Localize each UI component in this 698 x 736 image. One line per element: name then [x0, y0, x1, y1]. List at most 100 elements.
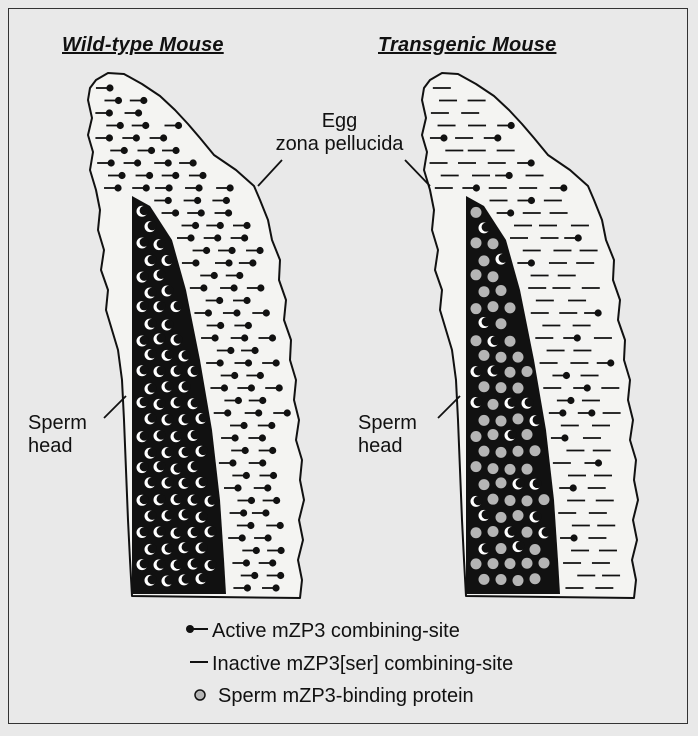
active-site-head — [192, 222, 199, 229]
active-site-head — [195, 184, 202, 191]
sperm-right-line1: Sperm — [358, 412, 417, 435]
bound-site — [165, 320, 174, 329]
active-site-head — [231, 372, 238, 379]
active-site-head — [211, 272, 218, 279]
active-site-head — [165, 197, 172, 204]
bound-site — [182, 509, 191, 518]
bound-site — [533, 415, 542, 424]
active-site-head — [256, 247, 263, 254]
bound-site — [533, 479, 542, 488]
active-site-head — [563, 372, 570, 379]
binding-protein — [513, 510, 524, 521]
active-site-head — [172, 172, 179, 179]
bound-site — [165, 576, 174, 585]
active-site-head — [241, 234, 248, 241]
active-site-head — [200, 284, 207, 291]
active-site-head — [227, 184, 234, 191]
active-site-head — [273, 359, 280, 366]
active-site-head — [570, 484, 577, 491]
bound-site — [165, 415, 174, 424]
active-site-head — [259, 434, 266, 441]
bound-site — [140, 527, 149, 536]
bound-site — [174, 301, 183, 310]
active-site-head — [121, 147, 128, 154]
bound-site — [525, 398, 534, 407]
active-site-head — [559, 409, 566, 416]
binding-protein — [479, 381, 490, 392]
active-site-head — [277, 522, 284, 529]
active-site-head — [257, 284, 264, 291]
active-site-head — [269, 447, 276, 454]
bound-site — [182, 447, 191, 456]
bound-site — [174, 528, 183, 537]
bound-site — [199, 413, 208, 422]
egg-pointer-left — [258, 160, 282, 186]
bound-site — [148, 255, 157, 264]
active-site-head — [276, 384, 283, 391]
active-site-head — [567, 397, 574, 404]
active-site-head — [143, 184, 150, 191]
bound-site — [182, 414, 191, 423]
binding-protein — [479, 446, 490, 457]
binding-protein — [522, 366, 533, 377]
active-site-head — [528, 197, 535, 204]
bound-site — [157, 366, 166, 375]
bound-site — [533, 512, 542, 521]
binding-protein — [488, 558, 499, 569]
active-site-head — [259, 459, 266, 466]
transgenic-title: Transgenic Mouse — [378, 34, 556, 57]
binding-protein — [496, 285, 507, 296]
active-site-head — [264, 484, 271, 491]
bound-site — [174, 397, 183, 406]
binding-protein — [488, 463, 499, 474]
bound-site — [199, 512, 208, 521]
bound-site — [157, 239, 166, 248]
bound-site — [157, 334, 166, 343]
active-site-head — [278, 547, 285, 554]
active-site-head — [575, 234, 582, 241]
active-site-head — [214, 234, 221, 241]
active-site-head — [264, 534, 271, 541]
legend-icons — [186, 625, 208, 700]
bound-site — [157, 559, 166, 568]
binding-protein — [496, 574, 507, 585]
binding-protein — [513, 413, 524, 424]
binding-protein — [496, 512, 507, 523]
bound-site — [165, 447, 174, 456]
active-site-head — [217, 222, 224, 229]
binding-protein — [488, 526, 499, 537]
bound-site — [174, 335, 183, 344]
active-site-head — [118, 172, 125, 179]
active-site-head — [584, 384, 591, 391]
bound-site — [165, 510, 174, 519]
active-site-head — [205, 309, 212, 316]
bound-site — [148, 575, 157, 584]
active-site-head — [172, 147, 179, 154]
bound-site — [165, 382, 174, 391]
active-site-head — [244, 584, 251, 591]
bound-site — [148, 349, 157, 358]
bound-site — [199, 573, 208, 582]
bound-site — [174, 560, 183, 569]
bound-site — [516, 479, 525, 488]
active-site-head — [243, 472, 250, 479]
sperm-left-line2: head — [28, 435, 87, 458]
bound-site — [508, 398, 517, 407]
egg-label-line2: zona pellucida — [237, 133, 442, 156]
active-site-head — [221, 384, 228, 391]
bound-site — [491, 336, 500, 345]
bound-site — [148, 448, 157, 457]
active-site-head — [528, 159, 535, 166]
active-site-head — [570, 534, 577, 541]
active-site-head — [190, 159, 197, 166]
active-site-head — [257, 372, 264, 379]
active-site-head — [560, 184, 567, 191]
active-site-head — [140, 97, 147, 104]
active-site-head — [199, 172, 206, 179]
active-site-head — [506, 172, 513, 179]
bound-site — [140, 238, 149, 247]
bound-site — [191, 366, 200, 375]
active-site-head — [216, 297, 223, 304]
binding-protein — [513, 575, 524, 586]
bound-site — [157, 494, 166, 503]
